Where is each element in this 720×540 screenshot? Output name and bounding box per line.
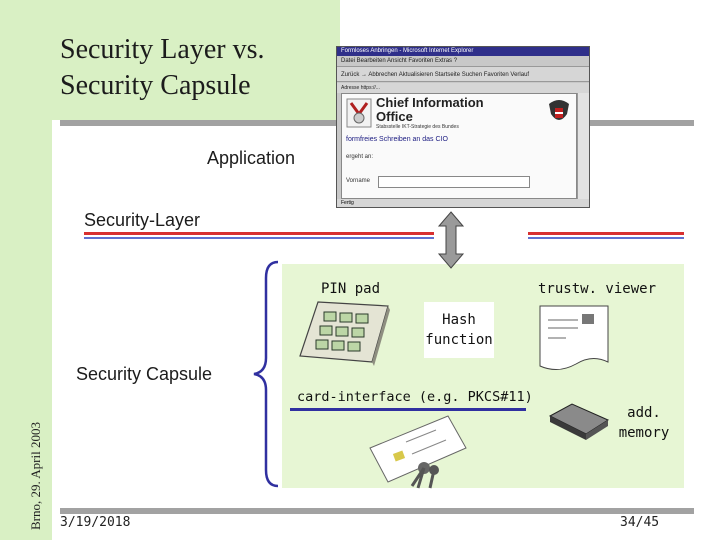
card-interface-rule: [290, 408, 526, 411]
pin-pad-label: PIN pad: [321, 281, 381, 297]
left-green-band: [0, 0, 52, 540]
footer-page-number: 34/45: [620, 515, 660, 530]
browser-scrollbar[interactable]: [577, 93, 589, 199]
hash-line-1: Hash: [442, 312, 476, 328]
security-capsule-label: Security Capsule: [76, 364, 213, 384]
first-name-field[interactable]: [378, 176, 530, 188]
browser-content: Chief Information Office Stabsstelle IKT…: [341, 93, 577, 199]
title-line-1: Security Layer vs.: [60, 34, 265, 65]
brace-icon: [253, 260, 279, 488]
side-location-date: Brno, 29. April 2003: [28, 422, 43, 530]
browser-status-bar: Fertig: [337, 199, 589, 207]
card-interface-label: card-interface (e.g. PKCS#11): [297, 389, 533, 405]
cio-header: Chief Information Office: [376, 96, 484, 124]
security-layer-line-red-right: [528, 232, 684, 235]
seal-icon: [346, 98, 372, 128]
trusted-viewer-label: trustw. viewer: [538, 281, 657, 297]
form-heading: formfreies Schreiben an das CIO: [346, 136, 448, 143]
browser-screenshot: Formloses Anbringen - Microsoft Internet…: [336, 46, 590, 208]
pin-pad-icon: [299, 301, 390, 366]
cio-header-line-1: Chief Information: [376, 95, 484, 110]
document-viewer-icon: [539, 305, 609, 370]
first-name-label: Vorname: [346, 178, 371, 184]
security-layer-line-blue-right: [528, 237, 684, 239]
hash-function-box: Hash function: [424, 302, 494, 358]
coat-of-arms-icon: [549, 100, 569, 120]
hash-line-2: function: [425, 332, 493, 348]
security-layer-line-blue-left: [84, 237, 434, 239]
title-green-block: [52, 0, 340, 120]
double-arrow-icon: [437, 211, 465, 269]
browser-title-bar: Formloses Anbringen - Microsoft Internet…: [337, 47, 589, 56]
security-layer-line-red-left: [84, 232, 434, 235]
application-label: Application: [207, 148, 296, 168]
memory-device-icon: [548, 403, 610, 440]
security-layer-label: Security-Layer: [84, 210, 201, 230]
title-line-2: Security Capsule: [60, 70, 251, 101]
recipient-label: ergeht an:: [346, 154, 374, 160]
browser-address-bar: Adresse https://...: [337, 83, 589, 93]
cio-subtitle: Stabsstelle IKT-Strategie des Bundes: [376, 124, 459, 130]
hash-function-label: Hash function: [424, 302, 494, 350]
memory-line-1: add.: [627, 405, 661, 421]
memory-line-2: memory: [618, 425, 670, 441]
footer-divider: [60, 508, 694, 514]
slide-title: Security Layer vs. Security Capsule: [60, 32, 340, 104]
browser-toolbar: Zurück → Abbrechen Aktualisieren Startse…: [337, 66, 589, 82]
cio-header-line-2: Office: [376, 109, 413, 124]
smart-card-keys-icon: [369, 415, 467, 489]
security-capsule-area: [282, 264, 684, 488]
footer-date: 3/19/2018: [60, 515, 131, 530]
memory-label: add. memory: [610, 403, 678, 443]
browser-menu-bar: Datei Bearbeiten Ansicht Favoriten Extra…: [341, 58, 458, 64]
